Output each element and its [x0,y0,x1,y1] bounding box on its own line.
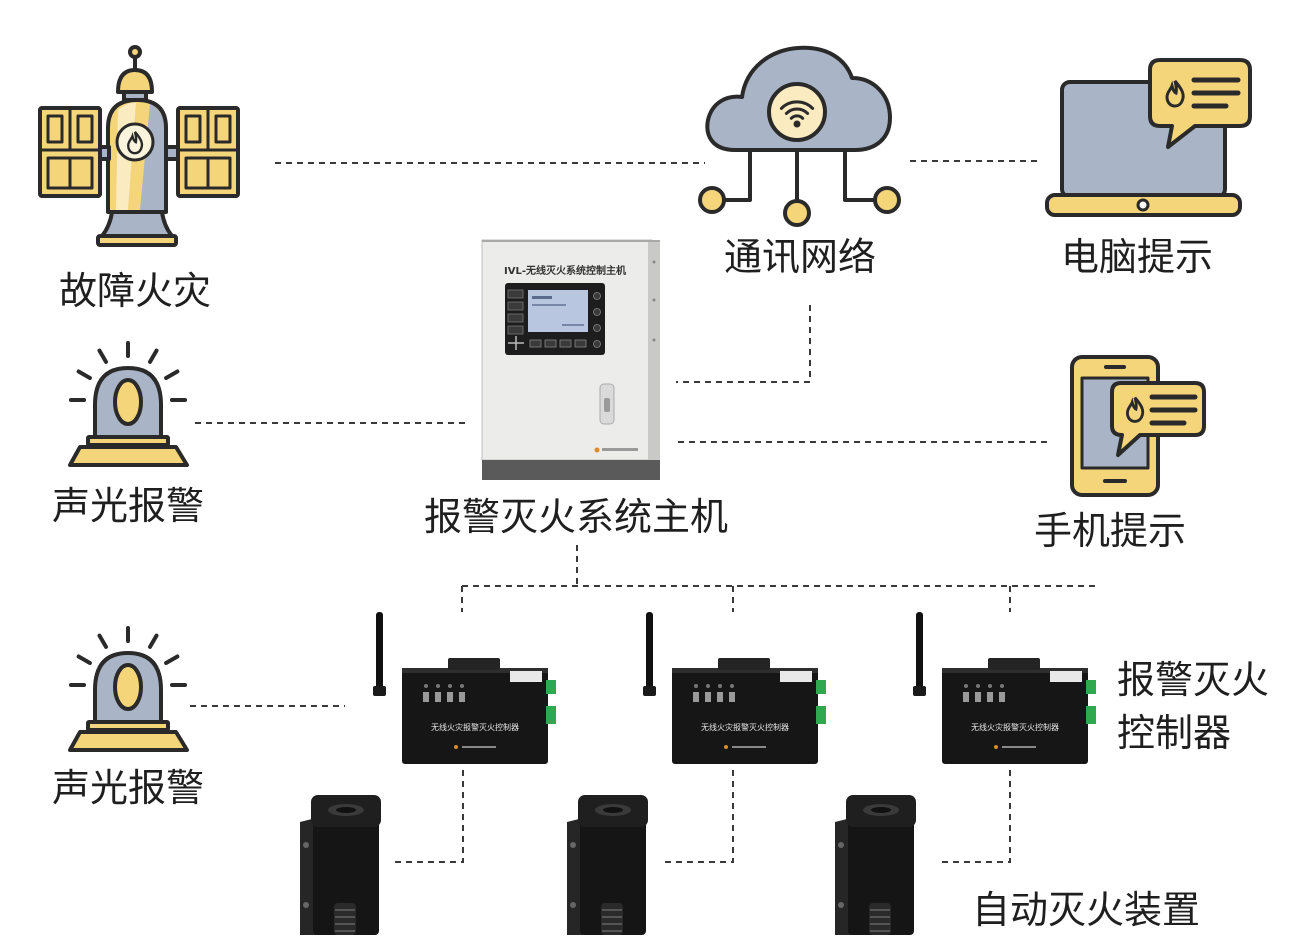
controller-housing [942,668,1088,764]
connectors [190,160,1100,863]
host-panel-title: IVL-无线灭火系统控制主机 [504,264,626,277]
connector-network-to-host [676,305,811,383]
extinguisher-device-1 [300,795,381,935]
extinguisher-device-3 [835,795,916,935]
alarm-host-unit: IVL-无线灭火系统控制主机 [481,239,660,480]
extinguisher-body [848,797,914,935]
controller-face-text: 无线火灾报警灭火控制器 [971,722,1059,732]
alarm-controller-device-1: 无线火灾报警灭火控制器 [373,612,556,764]
label-host: 报警灭火系统主机 [424,495,728,539]
controller-housing [672,668,818,764]
label-phone-alert: 手机提示 [1034,509,1186,553]
label-network: 通讯网络 [724,235,876,279]
label-fault-fire: 故障火灾 [59,269,211,313]
controller-face-text: 无线火灾报警灭火控制器 [701,722,789,732]
host-control-panel [505,283,605,355]
label-extinguishers: 自动灭火装置 [972,888,1200,932]
phone-icon [1070,355,1206,497]
chat-bubble-flame-icon [1148,58,1252,149]
satellite-icon [38,45,240,247]
label-alarm-bottom: 声光报警 [52,766,204,810]
label-alarm-top: 声光报警 [52,484,204,528]
extinguisher-body [313,797,379,935]
controller-housing [402,668,548,764]
laptop-icon [1045,58,1252,217]
label-pc-alert: 电脑提示 [1061,235,1213,279]
connector-controller-3-to-extinguisher-3 [940,770,1011,863]
alarm-light-icon [68,626,189,752]
connector-controller-1-to-extinguisher-1 [395,770,464,863]
connector-controller-2-to-extinguisher-2 [665,770,734,863]
extinguisher-body [580,797,646,935]
host-logo-mark [594,447,600,453]
controller-face-text: 无线火灾报警灭火控制器 [431,722,519,732]
host-key-lock [599,383,615,425]
solar-panel-right [176,106,240,198]
label-controllers-line2: 控制器 [1117,711,1231,755]
alarm-controller-device-2: 无线火灾报警灭火控制器 [643,612,826,764]
alarm-light-icon [68,341,189,467]
cloud-wifi-icon [698,45,901,227]
antenna [376,612,383,690]
antenna [916,612,923,690]
coiled-cable [869,903,891,935]
coiled-cable [601,903,623,935]
solar-panel-left [38,106,102,198]
coiled-cable [334,903,356,935]
chat-bubble-flame-icon [1110,381,1206,457]
antenna [646,612,653,690]
label-controllers-line1: 报警灭火 [1117,658,1269,702]
extinguisher-device-2 [567,795,648,935]
alarm-controller-device-3: 无线火灾报警灭火控制器 [913,612,1096,764]
wifi-icon [779,100,815,128]
